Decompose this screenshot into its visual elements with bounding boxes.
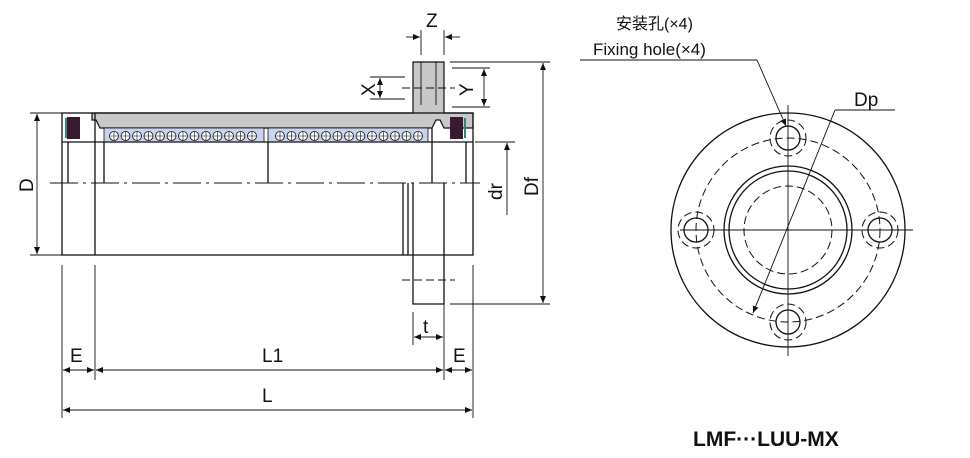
model-title: LMF···LUU-MX xyxy=(693,428,839,451)
housing-section xyxy=(91,61,474,129)
fixing-hole-label-en: Fixing hole(×4) xyxy=(593,40,706,59)
seal-left xyxy=(67,117,80,139)
dim-dr: dr xyxy=(486,182,507,200)
dim-D: D xyxy=(17,178,38,192)
seal-right xyxy=(450,117,463,139)
dim-Z: Z xyxy=(426,11,438,32)
dim-X: X xyxy=(359,83,380,96)
front-view xyxy=(580,59,913,356)
dp-label: Dp xyxy=(854,90,878,111)
fixing-hole-label-cn: 安装孔(×4) xyxy=(616,15,693,33)
dim-E-right: E xyxy=(453,346,466,367)
ball-row xyxy=(109,131,423,141)
dim-Y: Y xyxy=(457,83,478,96)
dim-E-left: E xyxy=(70,346,83,367)
dim-L1: L1 xyxy=(262,346,283,367)
dim-Df: Df xyxy=(522,176,543,196)
dim-t: t xyxy=(423,317,429,338)
dim-L: L xyxy=(262,386,273,407)
